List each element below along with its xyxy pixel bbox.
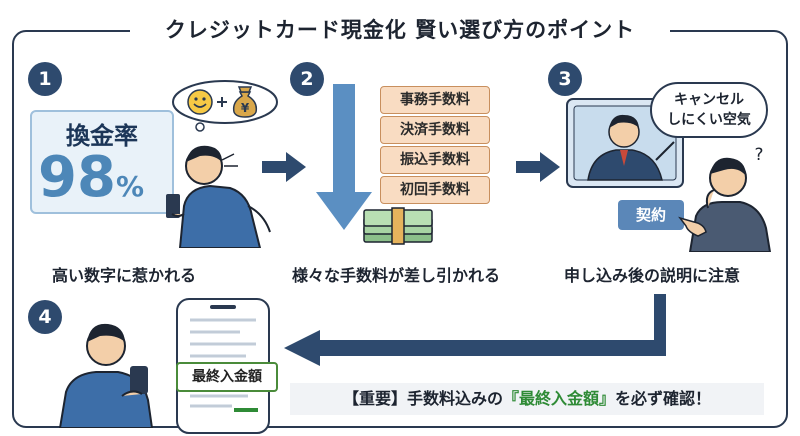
pointing-hand-icon	[678, 216, 707, 237]
money-bag-icon: ¥	[232, 86, 258, 118]
fee-item-office: 事務手数料	[380, 86, 490, 114]
exchange-rate-value: 98%	[38, 148, 144, 217]
svg-text:¥: ¥	[241, 101, 250, 115]
contract-button: 契約	[618, 200, 684, 230]
arrow-step1-to-step2	[262, 152, 306, 182]
step-1-number: 1	[28, 62, 62, 96]
question-mark-icon: ?	[754, 145, 763, 164]
speech-line-2: しにくい空気	[667, 112, 751, 128]
rate-number: 98	[38, 145, 116, 210]
man-with-phone-illustration	[166, 145, 271, 248]
fee-item-settlement: 決済手数料	[380, 116, 490, 144]
page-title: クレジットカード現金化 賢い選び方のポイント	[130, 14, 670, 46]
arrow-step3-to-step4	[284, 294, 666, 366]
note-prefix: 【重要】手数料込みの	[342, 389, 503, 408]
exchange-rate-label: 換金率	[66, 122, 138, 150]
step-2-number: 2	[290, 62, 324, 96]
cash-stack-icon	[363, 207, 433, 245]
plus-icon	[217, 97, 227, 107]
exchange-rate-box: 換金率 98%	[30, 110, 174, 214]
step-4-number: 4	[28, 300, 62, 334]
svg-text:?: ?	[754, 145, 763, 164]
final-deposit-tag: 最終入金額	[176, 362, 278, 392]
speech-bubble: キャンセル しにくい空気	[650, 82, 768, 138]
step-1-caption: 高い数字に惹かれる	[52, 266, 197, 285]
smiley-face-icon	[187, 89, 213, 115]
arrow-step2-to-step3	[516, 152, 560, 182]
important-note: 【重要】手数料込みの『最終入金額』を必ず確認！	[290, 383, 764, 415]
step-2-caption: 様々な手数料が差し引かれる	[292, 266, 501, 285]
note-suffix: を必ず確認！	[615, 389, 712, 408]
note-highlight: 『最終入金額』	[502, 389, 615, 408]
speech-line-1: キャンセル	[674, 92, 744, 108]
worried-customer-illustration	[688, 157, 772, 252]
downward-deduction-arrow	[316, 84, 372, 230]
step-3-number: 3	[548, 62, 582, 96]
man-checking-phone-illustration	[58, 323, 154, 428]
fee-item-initial: 初回手数料	[380, 176, 490, 204]
rate-unit: %	[115, 170, 144, 203]
step-3-caption: 申し込み後の説明に注意	[564, 266, 741, 285]
fee-item-transfer: 振込手数料	[380, 146, 490, 174]
